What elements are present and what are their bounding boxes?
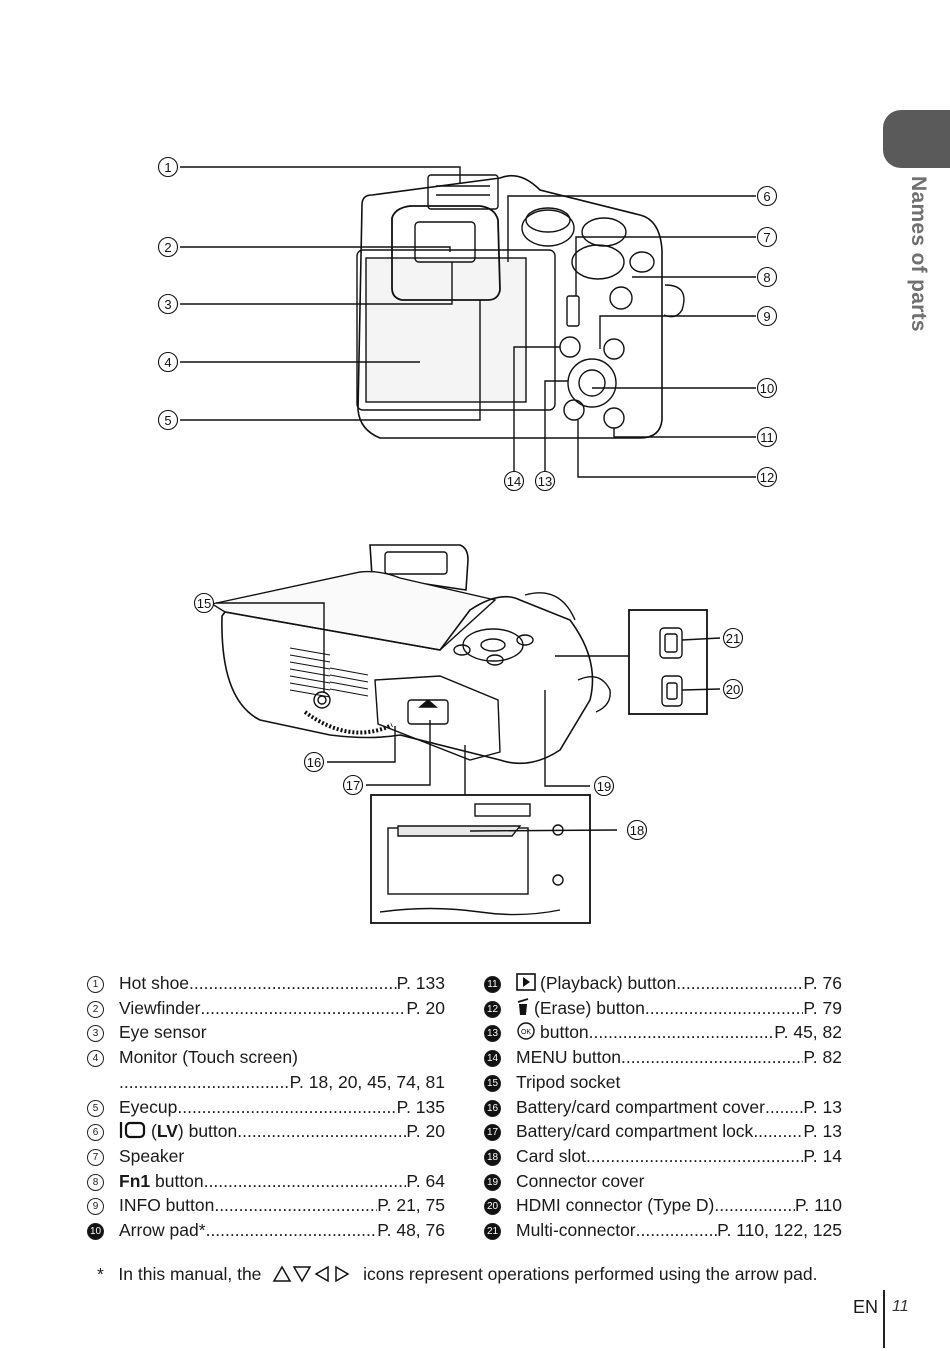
parts-list-right: 11(Playback) buttonP. 76 12(Erase) butto… bbox=[484, 971, 842, 1243]
arrow-left-icon bbox=[314, 1265, 330, 1283]
callout-12: 12 bbox=[756, 466, 778, 488]
callout-3: 3 bbox=[157, 293, 179, 315]
callout-2: 2 bbox=[157, 236, 179, 258]
callout-19: 19 bbox=[593, 775, 615, 797]
svg-text:16: 16 bbox=[307, 755, 321, 770]
svg-text:18: 18 bbox=[630, 823, 644, 838]
svg-text:19: 19 bbox=[597, 779, 611, 794]
callout-4: 4 bbox=[157, 351, 179, 373]
list-item: 5EyecupP. 135 bbox=[87, 1095, 445, 1120]
callout-11: 11 bbox=[756, 426, 778, 448]
list-item-continuation: P. 18, 20, 45, 74, 81 bbox=[87, 1070, 445, 1095]
svg-text:2: 2 bbox=[164, 240, 171, 255]
callout-9: 9 bbox=[756, 305, 778, 327]
trash-icon bbox=[517, 997, 529, 1015]
list-item: 2ViewfinderP. 20 bbox=[87, 996, 445, 1021]
arrow-pad-icons bbox=[272, 1265, 350, 1283]
callout-20: 20 bbox=[722, 678, 744, 700]
callout-1: 1 bbox=[157, 156, 179, 178]
callout-10: 10 bbox=[756, 377, 778, 399]
svg-text:14: 14 bbox=[507, 474, 521, 489]
svg-text:20: 20 bbox=[726, 682, 740, 697]
ok-icon: OK bbox=[517, 1022, 535, 1041]
svg-text:12: 12 bbox=[760, 470, 774, 485]
callout-badges: 1 2 3 4 5 6 7 8 9 10 11 12 14 13 15 16 1… bbox=[157, 156, 778, 841]
callout-21: 21 bbox=[722, 627, 744, 649]
page-number: 11 bbox=[892, 1298, 909, 1315]
svg-text:15: 15 bbox=[197, 596, 211, 611]
svg-text:1: 1 bbox=[164, 160, 171, 175]
callout-5: 5 bbox=[157, 409, 179, 431]
arrow-up-icon bbox=[272, 1265, 292, 1282]
callout-13: 13 bbox=[534, 470, 556, 492]
svg-text:10: 10 bbox=[760, 381, 774, 396]
callout-7: 7 bbox=[756, 226, 778, 248]
svg-text:3: 3 bbox=[164, 297, 171, 312]
svg-text:13: 13 bbox=[538, 474, 552, 489]
callout-15: 15 bbox=[193, 592, 215, 614]
callout-6: 6 bbox=[756, 185, 778, 207]
folio-divider bbox=[883, 1290, 885, 1348]
callout-16: 16 bbox=[303, 751, 325, 773]
arrow-down-icon bbox=[292, 1266, 312, 1283]
arrow-right-icon bbox=[335, 1265, 350, 1283]
svg-text:4: 4 bbox=[164, 355, 171, 370]
svg-text:OK: OK bbox=[521, 1029, 531, 1036]
camera-back-figure bbox=[180, 166, 756, 478]
list-item: 12(Erase) buttonP. 79 bbox=[484, 996, 842, 1021]
svg-text:17: 17 bbox=[346, 778, 360, 793]
callout-17: 17 bbox=[342, 774, 364, 796]
list-item: 13OKbuttonP. 45, 82 bbox=[484, 1020, 842, 1045]
svg-text:21: 21 bbox=[726, 631, 740, 646]
svg-text:11: 11 bbox=[760, 430, 774, 445]
svg-text:8: 8 bbox=[763, 270, 770, 285]
footnote: * In this manual, the icons represent op… bbox=[97, 1264, 818, 1284]
section-tab-label: Names of parts bbox=[907, 176, 930, 332]
svg-text:6: 6 bbox=[763, 189, 770, 204]
camera-diagrams: 1 2 3 4 5 6 7 8 9 10 11 12 14 13 15 16 1… bbox=[157, 156, 778, 924]
svg-text:7: 7 bbox=[763, 230, 770, 245]
svg-text:9: 9 bbox=[763, 309, 770, 324]
callout-8: 8 bbox=[756, 266, 778, 288]
callout-18: 18 bbox=[626, 819, 648, 841]
section-tab bbox=[883, 110, 950, 168]
lv-view-icon bbox=[119, 1122, 146, 1139]
callout-14: 14 bbox=[503, 470, 525, 492]
svg-text:5: 5 bbox=[164, 413, 171, 428]
list-item: 11(Playback) buttonP. 76 bbox=[484, 971, 842, 996]
camera-bottom-figure bbox=[210, 544, 721, 924]
list-item: 6(LV) buttonP. 20 bbox=[87, 1119, 445, 1144]
language-code: EN bbox=[853, 1297, 879, 1317]
playback-icon bbox=[516, 973, 536, 991]
